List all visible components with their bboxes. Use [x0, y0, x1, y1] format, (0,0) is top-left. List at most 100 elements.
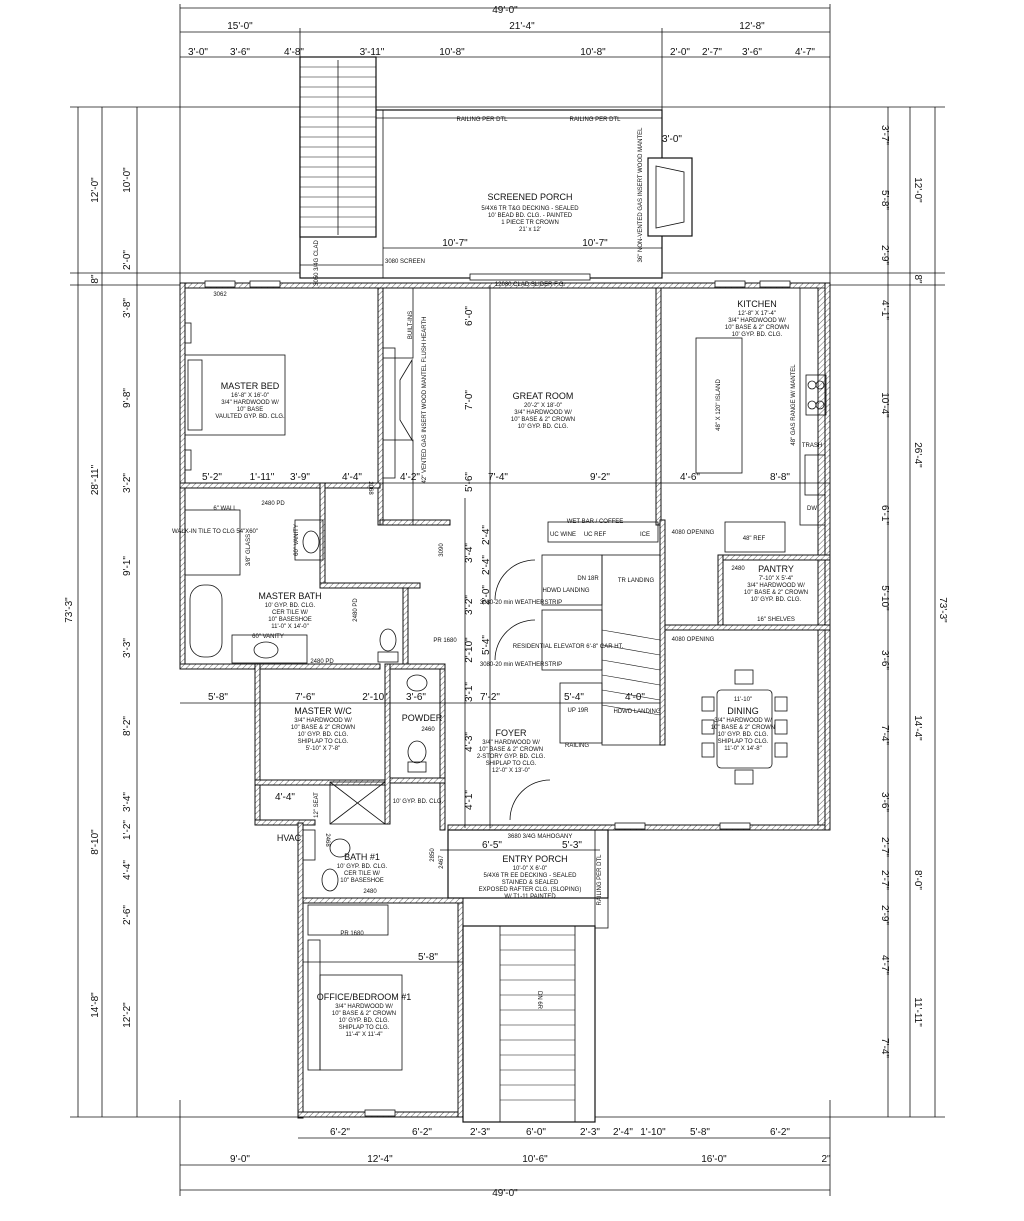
foyer-dim-6: 5'-4": [564, 692, 584, 703]
room-line: SHIPLAP TO CLG.: [718, 739, 769, 745]
note-door-2068: 2068: [367, 481, 373, 495]
room-line: 10" BASE & 2" CROWN: [479, 747, 543, 753]
misc-dim-1: 4'-4": [275, 792, 295, 803]
stair-vert-8: 3'-1": [464, 682, 475, 702]
room-line: 3/4" HARDWOOD W/: [221, 400, 279, 406]
note-door-2467: 2467: [439, 855, 445, 869]
mid-dim-5: 4'-2": [400, 472, 420, 483]
overall-width-bottom: 49'-0": [492, 1188, 518, 1199]
note-railing-right: RAILING PER DTL: [569, 117, 621, 123]
powder-fixtures: [406, 674, 428, 773]
note-vanity-b: 60" VANITY: [252, 634, 284, 640]
note-door-3090: 3090: [439, 543, 445, 557]
right-dimension-outer: 12'-0" 8" 26'-4" 14'-4" 8'-0" 11'-11": [912, 177, 923, 1027]
note-railing: RAILING: [565, 743, 589, 749]
left-inner-3: 3'-8": [122, 298, 133, 318]
room-dining: 11'-10" DINING 3/4" HARDWOOD W/ 10" BASE…: [711, 697, 775, 752]
office-furniture: [307, 904, 403, 1071]
room-line: 10' GYP. BD. CLG.: [751, 597, 802, 603]
note-pd-c: 2480 PD: [353, 598, 359, 622]
bot-dim-r2-1: 9'-0": [230, 1154, 250, 1165]
top-dim-r2-6: 10'-8": [580, 47, 606, 58]
note-wet-bar: WET BAR / COFFEE: [567, 519, 624, 525]
room-line: 20'-2" X 18'-0": [524, 403, 562, 409]
bot-dim-r1-1: 6'-2": [330, 1127, 350, 1138]
stair-vert-5: 3'-2": [464, 595, 475, 615]
right-outer-5: 8'-0": [912, 870, 923, 890]
room-name: HVAC: [277, 833, 302, 843]
room-line: 1 PIECE TR CROWN: [501, 220, 559, 226]
room-line: 3/4" HARDWOOD W/: [714, 718, 772, 724]
left-inner-11: 4'-4": [122, 860, 133, 880]
room-line: VAULTED GYP. BD. CLG.: [215, 414, 285, 420]
room-pantry: PANTRY 7'-10" X 5'-4" 3/4" HARDWOOD W/ 1…: [744, 564, 808, 603]
note-screen-door: 3080 SCREEN: [385, 259, 425, 265]
room-line: 10' GYP. BD. CLG.: [732, 332, 783, 338]
note-seat: 12" SEAT: [314, 792, 320, 818]
room-line: 5'-10" X 7'-8": [306, 746, 341, 752]
note-pr: PR 1680: [433, 638, 457, 644]
top-dim-1: 15'-0": [227, 21, 253, 32]
master-bath-fixtures: [184, 509, 399, 664]
room-line: 11'-0" X 14'-8": [724, 746, 761, 752]
room-line: 3/4" HARDWOOD W/: [728, 318, 786, 324]
note-dn18r: DN 18R: [577, 576, 599, 582]
foyer-dim-5: 7'-2": [480, 692, 500, 703]
room-line: 7'-10" X 5'-4": [759, 576, 794, 582]
room-name: GREAT ROOM: [513, 391, 574, 401]
top-dimension-row2: 3'-0" 3'-6" 4'-8" 3'-11" 10'-8" 10'-8" 2…: [188, 47, 815, 58]
top-dim-r2-1: 3'-0": [188, 47, 208, 58]
note-hdwd-landing2: HDWD LANDING: [613, 709, 660, 715]
room-line: 12'-8" X 17'-4": [738, 311, 776, 317]
stair-vert-7: 2'-10": [464, 637, 475, 663]
room-name: MASTER BED: [221, 381, 280, 391]
right-inner-15: 7'-4": [879, 1038, 890, 1058]
stair-vert-6: 5'-4": [481, 635, 492, 655]
room-line: CER TILE W/: [344, 871, 380, 877]
bot-dim-r2-3: 10'-6": [522, 1154, 548, 1165]
room-line: 2-STORY GYP. BD. CLG.: [477, 754, 546, 760]
room-line: 10" BASE & 2" CROWN: [332, 1011, 396, 1017]
room-hvac: HVAC: [277, 833, 302, 843]
right-inner-2: 5'-8": [879, 190, 890, 210]
room-line: 3/4" HARDWOOD W/: [294, 718, 352, 724]
right-inner-10: 3'-6": [879, 792, 890, 812]
top-dim-r2-5: 10'-8": [439, 47, 465, 58]
room-line: 10' GYP. BD. CLG.: [339, 1018, 390, 1024]
room-line: 10' BEAD BD. CLG. - PAINTED: [488, 213, 573, 219]
note-railing-left: RAILING PER DTL: [456, 117, 508, 123]
room-line: 5/4X6 TR EE DECKING - SEALED: [484, 873, 578, 879]
room-line: 11'-10": [734, 697, 752, 703]
bot-dim-r2-5: 2": [821, 1154, 831, 1165]
note-door-2480: 2480: [731, 566, 745, 572]
note-built-ins: BUILT-INS: [408, 311, 414, 339]
room-name: DINING: [727, 706, 759, 716]
room-line: 10" BASE: [237, 407, 263, 413]
room-foyer: FOYER 3/4" HARDWOOD W/ 10" BASE & 2" CRO…: [477, 728, 546, 774]
note-door-2480b: 2480: [363, 889, 377, 895]
room-powder: POWDER: [402, 713, 443, 723]
foyer-dim-1: 5'-8": [208, 692, 228, 703]
bottom-dimension-row2: 9'-0" 12'-4" 10'-6" 16'-0" 2": [230, 1154, 831, 1165]
right-outer-2: 8": [912, 274, 923, 284]
misc-dim-2: 6'-5": [482, 840, 502, 851]
bot-dim-r1-6: 2'-4": [613, 1127, 633, 1138]
note-shelves: 16" SHELVES: [757, 617, 795, 623]
note-pd-b: 2480 PD: [310, 659, 334, 665]
room-line: EXPOSED RAFTER CLG. (SLOPING): [479, 887, 582, 893]
left-outer-1: 12'-0": [90, 177, 101, 203]
overall-labels: 49'-0" 49'-0" 73'-3" 73'-3": [64, 5, 948, 1199]
left-inner-8: 8'-2": [122, 716, 133, 736]
screened-porch: [299, 109, 693, 279]
right-outer-1: 12'-0": [912, 177, 923, 203]
left-dimension-outer: 12'-0" 8" 28'-11" 8'-10" 14'-8": [90, 177, 101, 1018]
top-dim-r2-4: 3'-11": [360, 47, 385, 58]
right-inner-13: 2'-9": [879, 905, 890, 925]
room-line: 3/4" HARDWOOD W/: [335, 1004, 393, 1010]
room-master-bed: MASTER BED 16'-8" X 16'-0" 3/4" HARDWOOD…: [215, 381, 285, 420]
mid-dim-6: 7'-4": [488, 472, 508, 483]
bot-dim-r2-4: 16'-0": [701, 1154, 727, 1165]
room-line: SHIPLAP TO CLG.: [486, 761, 537, 767]
right-inner-1: 3'-7": [879, 125, 890, 145]
stair-vert-4: 2'-0": [481, 585, 492, 605]
